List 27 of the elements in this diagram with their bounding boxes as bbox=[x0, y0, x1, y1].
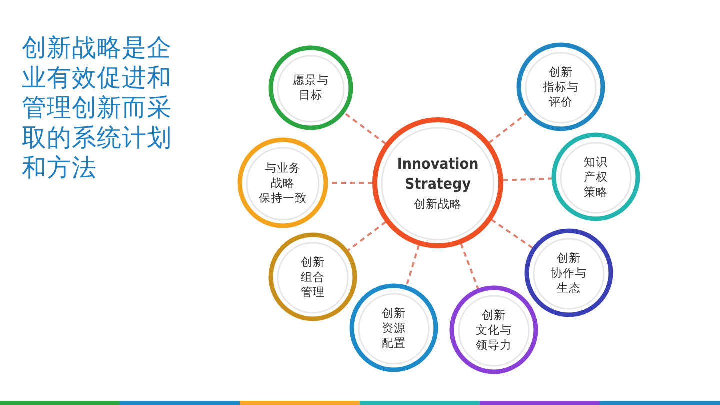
circle-node bbox=[237, 137, 329, 229]
connector-line bbox=[344, 112, 387, 145]
connector-line bbox=[460, 243, 480, 290]
node-label: 创新资源配置 bbox=[382, 306, 406, 350]
circle-node bbox=[551, 132, 641, 222]
circle-node bbox=[268, 45, 354, 131]
node-label: 创新指标与评价 bbox=[543, 64, 579, 110]
connector-line bbox=[348, 221, 387, 252]
connector-line bbox=[502, 178, 552, 182]
node-label: 创新战略 bbox=[414, 197, 462, 212]
node-label: 愿景与目标 bbox=[293, 73, 329, 103]
circle-node bbox=[268, 232, 358, 322]
circle-node bbox=[349, 283, 439, 373]
connector-line bbox=[488, 113, 527, 144]
connector-line bbox=[491, 218, 534, 249]
node-label: 与业务战略保持一致 bbox=[259, 160, 307, 206]
node-label: 知识产权策略 bbox=[584, 154, 608, 200]
node-label: 创新协作与生态 bbox=[551, 250, 587, 296]
connector-line bbox=[406, 244, 420, 286]
node-label: 创新组合管理 bbox=[301, 254, 325, 300]
circle-node bbox=[516, 42, 606, 132]
title: 创新战略是企业有效促进和管理创新而采取的系统计划和方法 bbox=[22, 33, 173, 183]
circle-node bbox=[449, 285, 539, 375]
circle-node bbox=[524, 228, 614, 318]
circle-node bbox=[372, 117, 504, 249]
node-label: 创新文化与领导力 bbox=[476, 308, 512, 352]
node-label: Innovation Strategy bbox=[396, 154, 480, 194]
